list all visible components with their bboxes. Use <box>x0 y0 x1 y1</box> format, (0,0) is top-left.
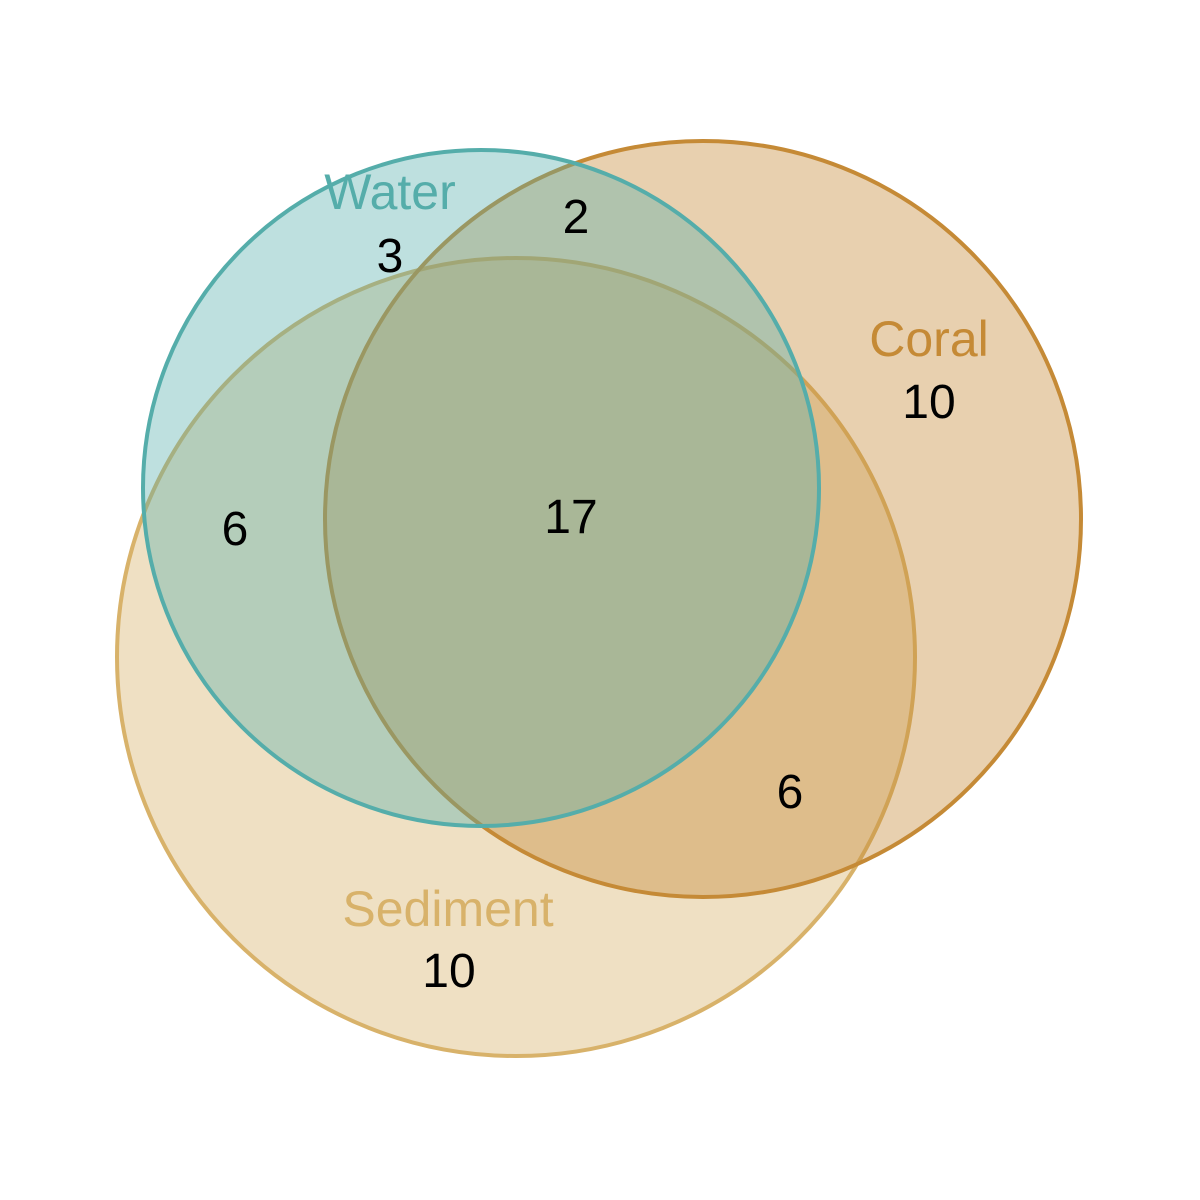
coral-set-label: Coral <box>869 311 988 367</box>
coral-circle <box>323 139 1083 899</box>
coral-sediment-count: 6 <box>777 766 804 819</box>
sediment-set-label: Sediment <box>342 881 553 937</box>
water-only-count: 3 <box>377 230 404 283</box>
water-circle <box>141 148 821 828</box>
water-set-label: Water <box>324 164 456 220</box>
sediment-only-count: 10 <box>422 945 475 998</box>
all-three-count: 17 <box>544 491 597 544</box>
sediment-circle <box>115 256 917 1058</box>
coral-only-count: 10 <box>902 376 955 429</box>
water-sediment-count: 6 <box>222 503 249 556</box>
water-coral-count: 2 <box>563 191 590 244</box>
